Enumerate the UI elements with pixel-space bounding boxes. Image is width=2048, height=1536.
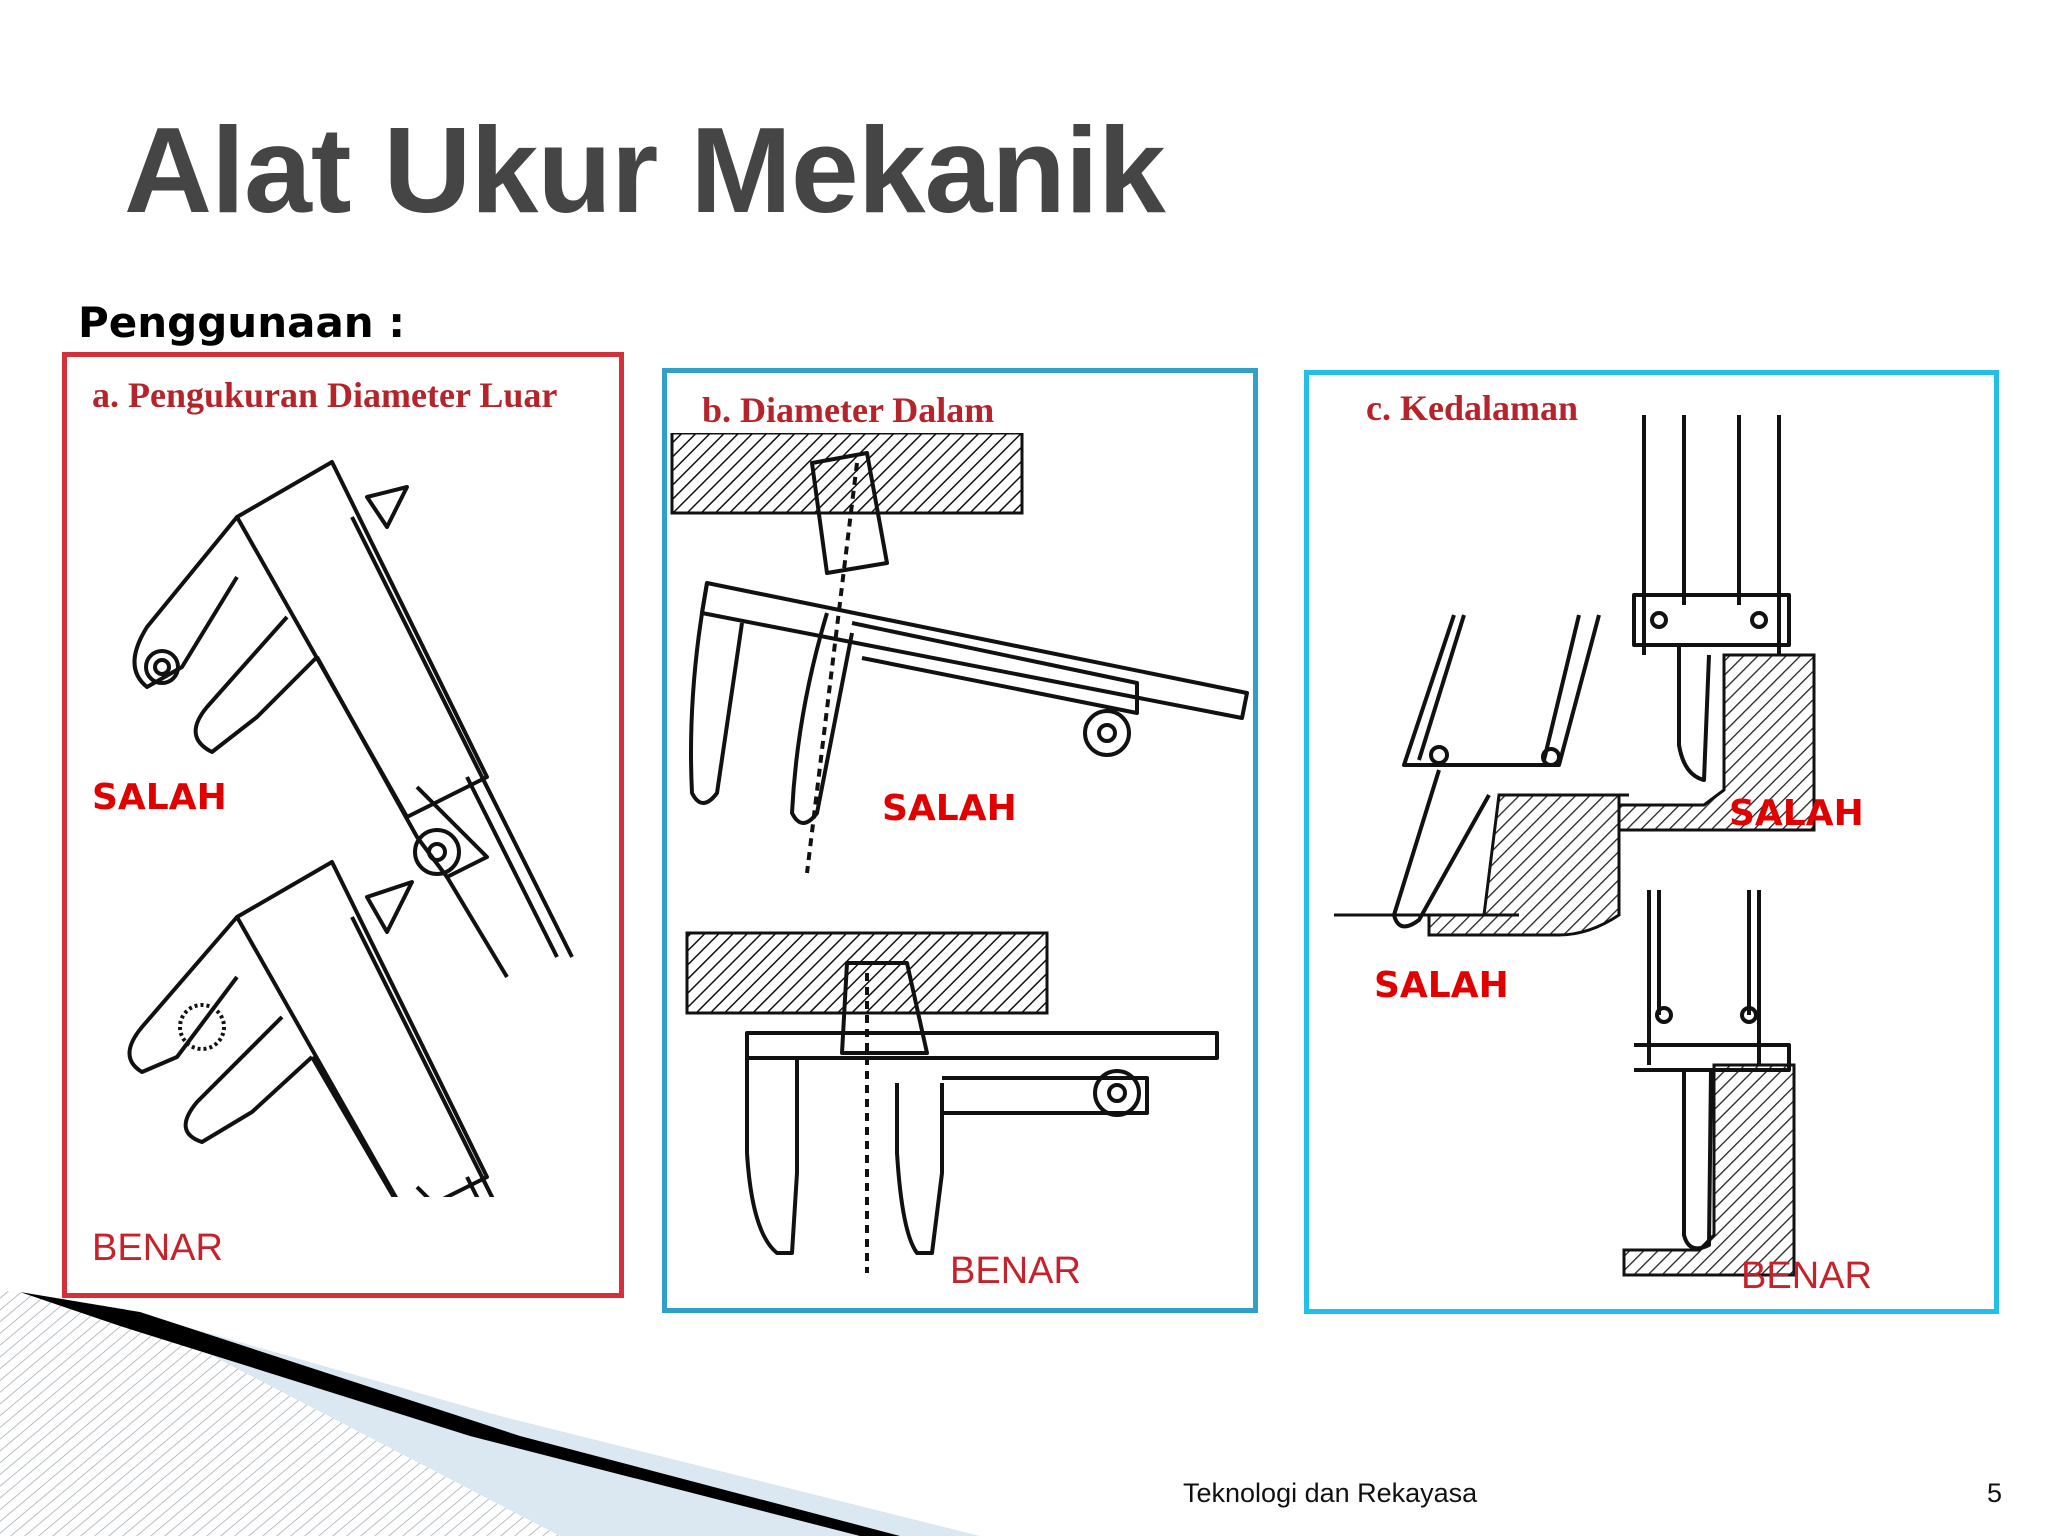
label-wrong: SALAH: [1374, 965, 1509, 1006]
label-correct: BENAR: [92, 1227, 223, 1269]
panel-depth: c. Kedalaman: [1304, 370, 1999, 1314]
panel-inner-diameter: b. Diameter Dalam: [662, 368, 1258, 1313]
panel-title: c. Kedalaman: [1366, 388, 1578, 428]
caliper-inner-illustration: [670, 433, 1249, 1273]
depth-gauge-illustration: [1334, 415, 1816, 1277]
label-wrong: SALAH: [92, 777, 227, 818]
label-wrong: SALAH: [1729, 793, 1864, 834]
slide-title: Alat Ukur Mekanik: [124, 102, 1166, 238]
panel-title: a. Pengukuran Diameter Luar: [92, 375, 558, 415]
label-correct: BENAR: [1741, 1255, 1872, 1297]
panel-outer-diameter: a. Pengukuran Diameter Luar: [62, 352, 624, 1298]
label-wrong: SALAH: [882, 788, 1017, 829]
panel-title: b. Diameter Dalam: [702, 390, 995, 430]
footer-text: Teknologi dan Rekayasa: [1183, 1478, 1478, 1508]
caliper-outer-wrong-illustration: [127, 460, 574, 1197]
label-correct: BENAR: [950, 1250, 1081, 1292]
slide-subtitle: Penggunaan :: [78, 298, 406, 347]
decorative-wedge: [0, 1290, 980, 1536]
page-number: 5: [1987, 1478, 2003, 1508]
